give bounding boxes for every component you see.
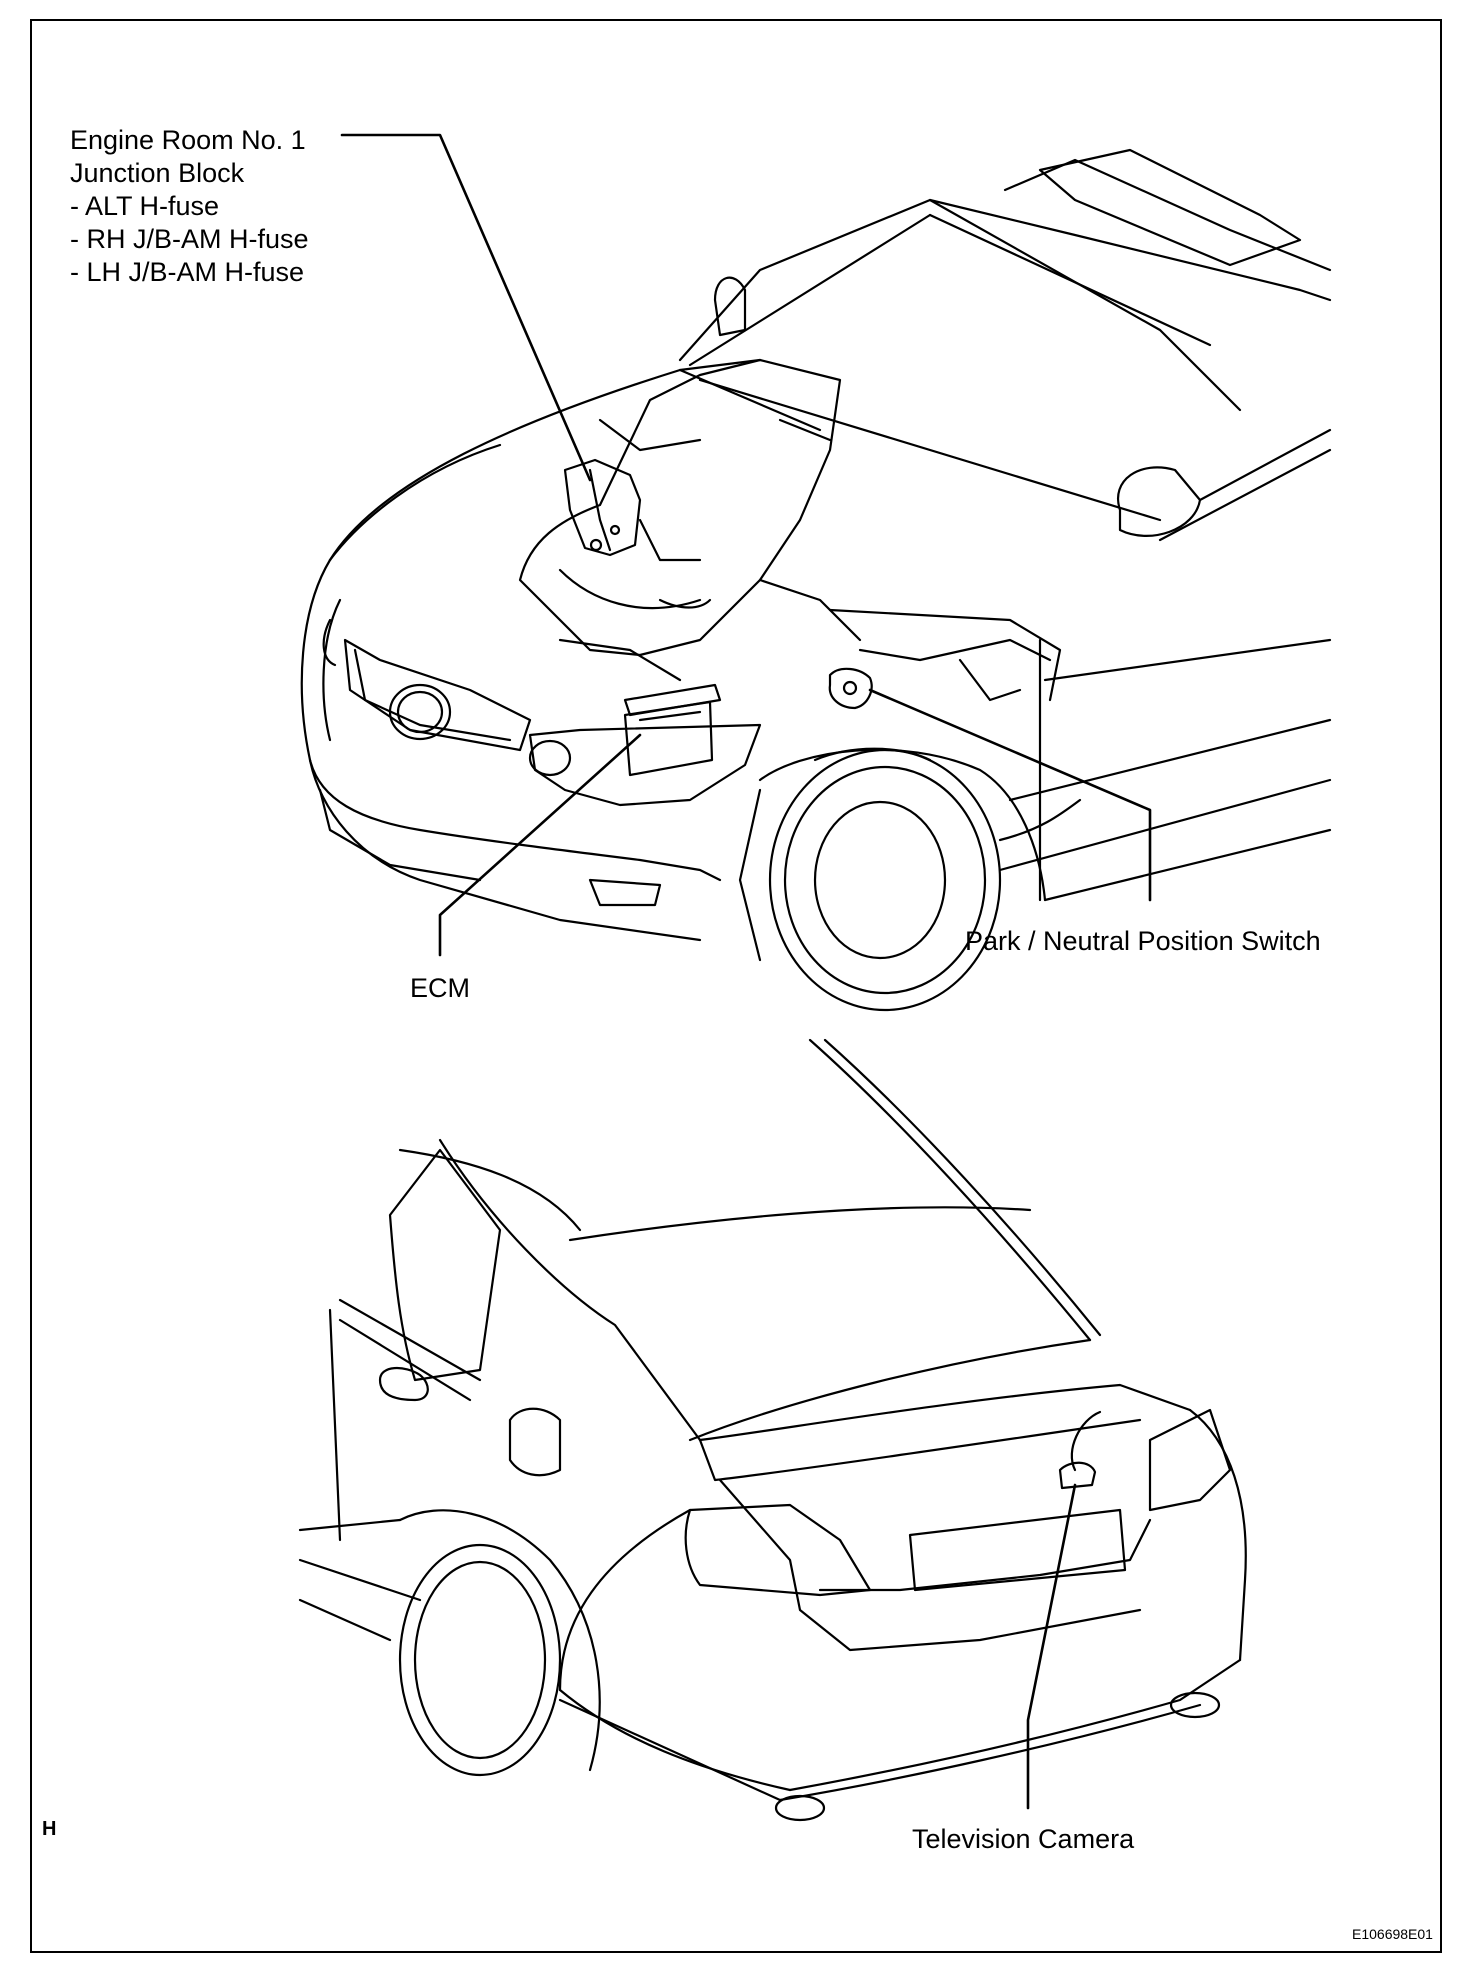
junction-block-line-3: - ALT H-fuse xyxy=(70,191,220,221)
park-neutral-switch-label: Park / Neutral Position Switch xyxy=(965,926,1321,956)
corner-mark: H xyxy=(42,1818,57,1840)
front-car-drawing xyxy=(300,148,1332,1012)
figure-code: E106698E01 xyxy=(1352,1926,1433,1942)
junction-block-line-5: - LH J/B-AM H-fuse xyxy=(70,257,305,287)
ecm-label: ECM xyxy=(410,973,470,1003)
leader-lines-front xyxy=(340,133,1152,957)
rear-car-drawing xyxy=(298,1038,1247,1822)
junction-block-line-2: Junction Block xyxy=(70,158,245,188)
figure-frame xyxy=(30,19,1442,1953)
junction-block-line-1: Engine Room No. 1 xyxy=(70,125,306,155)
junction-block-line-4: - RH J/B-AM H-fuse xyxy=(70,224,309,254)
television-camera-label: Television Camera xyxy=(912,1824,1135,1854)
junction-block-label: Engine Room No. 1 Junction Block - ALT H… xyxy=(70,124,309,289)
leader-lines-rear xyxy=(1026,1483,1077,1810)
